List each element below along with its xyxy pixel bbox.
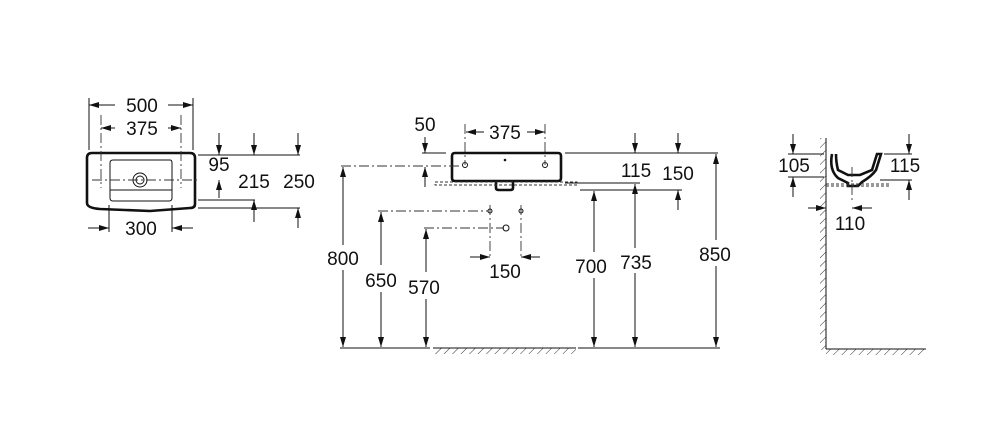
dim-500: 500 xyxy=(126,96,158,117)
side-view: 105 115 110 xyxy=(778,134,926,355)
floor-hatch xyxy=(433,348,576,354)
wall-hatch xyxy=(820,138,826,350)
dim-850: 850 xyxy=(699,245,731,266)
dim-800: 800 xyxy=(327,249,359,270)
dim-95: 95 xyxy=(208,155,229,176)
dim-150-front: 150 xyxy=(662,164,694,185)
dim-375-front: 375 xyxy=(489,123,521,144)
dim-700: 700 xyxy=(575,257,607,278)
dim-115-front: 115 xyxy=(621,161,651,182)
top-view: 500 375 300 95 215 250 xyxy=(85,96,315,240)
basin-profile xyxy=(829,152,883,188)
dim-50: 50 xyxy=(414,115,435,136)
dim-570: 570 xyxy=(408,278,440,299)
dim-105: 105 xyxy=(778,156,810,177)
drain-hole-markers xyxy=(487,208,524,232)
basin-front xyxy=(450,151,563,183)
basin-outline xyxy=(85,151,197,213)
dim-215: 215 xyxy=(238,172,270,193)
dim-250: 250 xyxy=(283,172,315,193)
dim-110: 110 xyxy=(835,214,865,235)
dim-735: 735 xyxy=(620,253,652,274)
dim-150-drain: 150 xyxy=(489,262,521,283)
front-view: 375 50 150 115 150 800 650 570 700 735 8… xyxy=(327,115,731,354)
dim-375: 375 xyxy=(126,119,158,140)
dim-115-side: 115 xyxy=(890,156,920,177)
basin-bowl xyxy=(109,159,173,202)
dim-650: 650 xyxy=(365,271,397,292)
dim-300: 300 xyxy=(125,219,157,240)
